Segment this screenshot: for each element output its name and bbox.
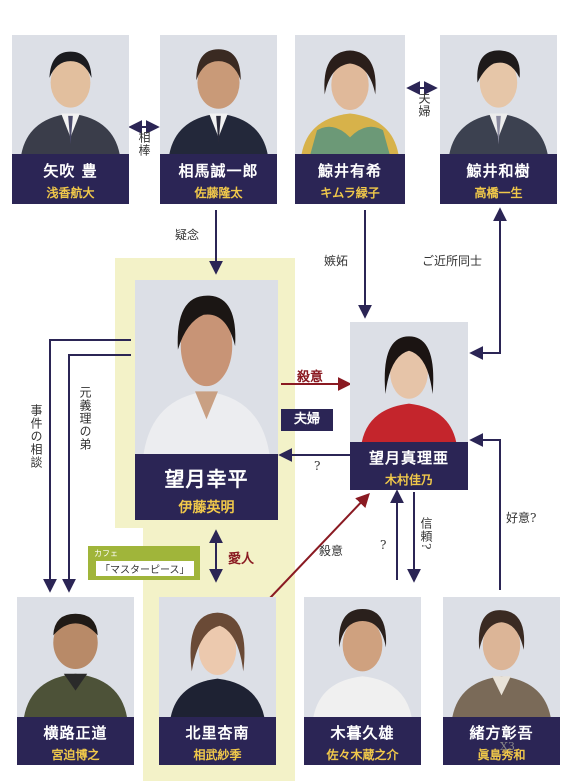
arrow-koi	[469, 433, 501, 590]
portrait-soma	[160, 35, 277, 154]
actor-name-yabuki: 浅香航大	[46, 186, 95, 200]
portrait-yabuki	[12, 35, 129, 154]
label-aibou: 相棒	[137, 131, 151, 157]
card-kitazato: 北里杏南 相武紗季	[159, 597, 276, 765]
actor-name-ogata: 眞島秀和	[477, 748, 526, 762]
char-name-yokoji: 横路正道	[43, 724, 108, 742]
card-kogure: 木暮久雄 佐々木蔵之介	[304, 597, 421, 765]
label-shinrai: 信頼?	[419, 517, 433, 551]
label-satsui-top: 殺意	[297, 370, 324, 385]
portrait-kogure	[304, 597, 421, 717]
label-koi: 好意?	[506, 511, 537, 525]
char-name-ogata: 緒方彰吾	[469, 724, 534, 742]
label-gokinjo: ご近所同士	[422, 254, 483, 268]
arrow-satsui-bottom	[269, 492, 370, 599]
char-name-kogure: 木暮久雄	[330, 724, 395, 742]
arrow-jiken	[43, 339, 131, 593]
char-name-kohei: 望月幸平	[164, 467, 249, 491]
actor-name-maria: 木村佳乃	[384, 473, 433, 487]
actor-name-kogure: 佐々木蔵之介	[326, 748, 399, 762]
nameplate-maria: 望月真理亜 木村佳乃	[350, 442, 468, 490]
portrait-kitazato	[159, 597, 276, 717]
char-name-yuki: 鯨井有希	[317, 162, 382, 180]
arrow-gokinjo	[469, 207, 507, 360]
label-q-kogure: ?	[380, 538, 387, 552]
label-motogiri: 元義理の弟	[78, 386, 92, 451]
char-name-maria: 望月真理亜	[368, 449, 449, 467]
label-aijin: 愛人	[228, 552, 255, 567]
actor-name-yokoji: 宮迫博之	[51, 748, 100, 762]
char-name-yabuki: 矢吹 豊	[43, 162, 98, 180]
card-kohei: 望月幸平 伊藤英明	[135, 280, 278, 520]
label-q-maria-kohei: ?	[314, 459, 321, 473]
card-yuki: 鯨井有希 キムラ緑子	[295, 35, 405, 204]
label-fufu-center: 夫婦	[281, 409, 333, 431]
watermark: X3	[500, 740, 515, 753]
label-satsui-bottom: 殺意	[319, 544, 344, 558]
portrait-yuki	[295, 35, 405, 154]
nameplate-kohei: 望月幸平 伊藤英明	[135, 454, 278, 520]
cafe-label: カフェ	[94, 549, 118, 558]
nameplate-ogata: 緒方彰吾 眞島秀和	[443, 717, 560, 765]
portrait-kohei	[135, 280, 278, 454]
nameplate-kogure: 木暮久雄 佐々木蔵之介	[304, 717, 421, 765]
char-name-kazuki: 鯨井和樹	[466, 162, 531, 180]
portrait-yokoji	[17, 597, 134, 717]
nameplate-yokoji: 横路正道 宮迫博之	[17, 717, 134, 765]
actor-name-kitazato: 相武紗季	[193, 748, 242, 762]
card-kazuki: 鯨井和樹 高橋一生	[440, 35, 557, 204]
actor-name-yuki: キムラ緑子	[320, 186, 380, 200]
char-name-kitazato: 北里杏南	[185, 724, 250, 742]
cafe-name: 「マスターピース」	[96, 561, 194, 576]
card-ogata: 緒方彰吾 眞島秀和	[443, 597, 560, 765]
nameplate-yuki: 鯨井有希 キムラ緑子	[295, 154, 405, 204]
arrow-motogiri	[62, 354, 131, 593]
card-yabuki: 矢吹 豊 浅香航大	[12, 35, 129, 204]
label-shitto: 嫉妬	[324, 254, 349, 268]
card-maria: 望月真理亜 木村佳乃	[350, 322, 468, 490]
char-name-soma: 相馬誠一郎	[178, 162, 259, 180]
cafe-tag: カフェ 「マスターピース」	[88, 546, 200, 580]
nameplate-soma: 相馬誠一郎 佐藤隆太	[160, 154, 277, 204]
portrait-ogata	[443, 597, 560, 717]
nameplate-kitazato: 北里杏南 相武紗季	[159, 717, 276, 765]
actor-name-kohei: 伊藤英明	[178, 500, 235, 516]
actor-name-soma: 佐藤隆太	[194, 186, 243, 200]
nameplate-kazuki: 鯨井和樹 高橋一生	[440, 154, 557, 204]
label-ginen: 疑念	[175, 228, 200, 242]
portrait-kazuki	[440, 35, 557, 154]
label-jiken: 事件の相談	[29, 404, 43, 469]
actor-name-kazuki: 高橋一生	[474, 186, 523, 200]
card-soma: 相馬誠一郎 佐藤隆太	[160, 35, 277, 204]
card-yokoji: 横路正道 宮迫博之	[17, 597, 134, 765]
label-fufu-top: 夫婦	[417, 92, 431, 118]
nameplate-yabuki: 矢吹 豊 浅香航大	[12, 154, 129, 204]
portrait-maria	[350, 322, 468, 442]
